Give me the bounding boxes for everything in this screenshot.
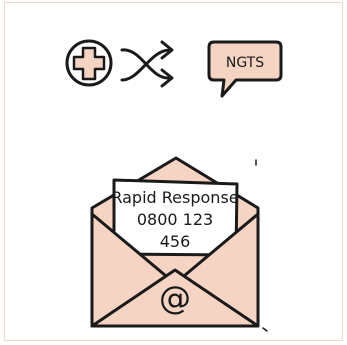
medical-cross-icon [67, 41, 111, 85]
speech-bubble-label: NGTS [226, 55, 264, 71]
letter-line-2: 0800 123 [137, 210, 213, 229]
at-symbol: @ [159, 279, 191, 317]
letter-line-1: Rapid Response [111, 188, 238, 207]
letter-line-3: 456 [160, 232, 191, 251]
shuffle-arrows-icon [122, 42, 172, 86]
